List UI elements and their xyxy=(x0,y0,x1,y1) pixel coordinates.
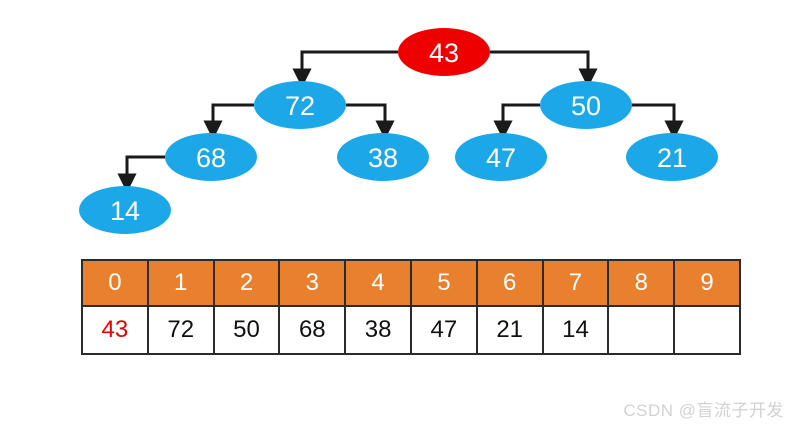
table-index-cell-7: 7 xyxy=(541,259,610,307)
node-label: 72 xyxy=(285,91,315,121)
node-label: 38 xyxy=(368,143,398,173)
binary-tree-graphic: 43 72 50 68 38 47 21 14 xyxy=(79,28,718,234)
node-label: 21 xyxy=(657,143,687,173)
table-value-cell-5: 47 xyxy=(409,305,478,355)
tree-node-38[interactable]: 38 xyxy=(337,133,429,181)
table-value-cell-0: 43 xyxy=(81,305,149,355)
table-index-cell-0: 0 xyxy=(81,259,149,307)
tree-edge-n43-to-n50 xyxy=(490,50,598,88)
table-value-cell-6: 21 xyxy=(475,305,544,355)
table-value-cell-3: 68 xyxy=(278,305,347,355)
tree-node-21[interactable]: 21 xyxy=(626,133,718,181)
table-value-cell-9 xyxy=(673,305,741,355)
node-shape xyxy=(626,133,718,181)
node-shape xyxy=(398,28,490,76)
table-value-cell-7: 14 xyxy=(541,305,610,355)
node-label: 43 xyxy=(429,38,459,68)
tree-node-50[interactable]: 50 xyxy=(540,81,632,129)
watermark-text: CSDN @盲流子开发 xyxy=(623,401,784,420)
table-index-cell-6: 6 xyxy=(475,259,544,307)
tree-edge-n68-to-n14 xyxy=(117,155,165,193)
table-index-cell-3: 3 xyxy=(278,259,347,307)
tree-nodes: 43 72 50 68 38 47 21 14 xyxy=(79,28,718,234)
node-shape xyxy=(165,133,257,181)
node-label: 14 xyxy=(110,196,140,226)
tree-node-47[interactable]: 47 xyxy=(455,133,547,181)
table-value-cell-2: 50 xyxy=(212,305,281,355)
tree-node-43[interactable]: 43 xyxy=(398,28,490,76)
table-value-cell-1: 72 xyxy=(146,305,215,355)
table-index-cell-2: 2 xyxy=(212,259,281,307)
table-index-cell-8: 8 xyxy=(607,259,676,307)
node-shape xyxy=(254,81,346,129)
node-shape xyxy=(540,81,632,129)
tree-edge-n72-to-n38 xyxy=(346,103,395,140)
tree-edges xyxy=(117,50,684,193)
table-value-cell-4: 38 xyxy=(344,305,412,355)
node-shape xyxy=(79,186,171,234)
table-index-cell-1: 1 xyxy=(146,259,215,307)
tree-node-14[interactable]: 14 xyxy=(79,186,171,234)
node-label: 47 xyxy=(486,143,516,173)
node-shape xyxy=(337,133,429,181)
node-label: 68 xyxy=(196,143,226,173)
table-index-cell-9: 9 xyxy=(673,259,741,307)
tree-edge-n50-to-n21 xyxy=(632,103,684,140)
table-index-cell-4: 4 xyxy=(344,259,412,307)
tree-edge-n72-to-n68 xyxy=(203,103,254,140)
tree-edge-n43-to-n72 xyxy=(292,50,398,88)
node-label: 50 xyxy=(571,91,601,121)
tree-node-72[interactable]: 72 xyxy=(254,81,346,129)
table-value-cell-8 xyxy=(607,305,676,355)
tree-node-68[interactable]: 68 xyxy=(165,133,257,181)
table-index-cell-5: 5 xyxy=(409,259,478,307)
tree-edge-n50-to-n47 xyxy=(493,103,540,140)
node-shape xyxy=(455,133,547,181)
